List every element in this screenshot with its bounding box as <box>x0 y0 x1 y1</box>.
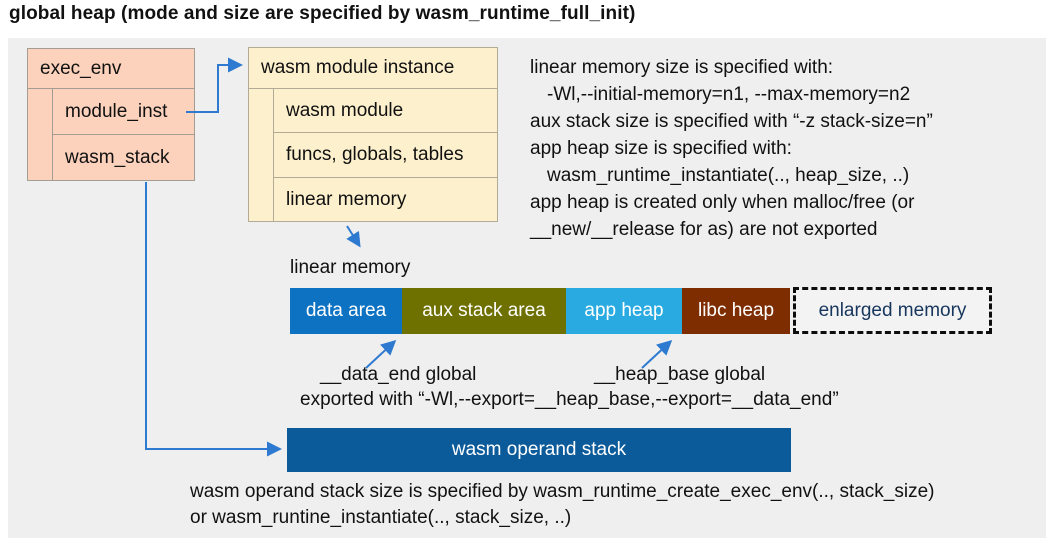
segment-data-area: data area <box>290 288 402 334</box>
note-line: app heap size is specified with: <box>530 138 792 159</box>
note-line: app heap is created only when malloc/fre… <box>530 192 915 213</box>
exec-env-header: exec_env <box>28 49 194 89</box>
module-instance-gutter <box>249 89 274 222</box>
segment-aux-stack-area: aux stack area <box>402 288 566 334</box>
linear-memory-bar: data area aux stack area app heap libc h… <box>290 288 790 334</box>
module-instance-box: wasm module instance wasm module funcs, … <box>248 47 498 222</box>
segment-enlarged-memory: enlarged memory <box>793 287 992 334</box>
size-notes: linear memory size is specified with: -W… <box>530 54 1042 243</box>
diagram-title: global heap (mode and size are specified… <box>9 3 636 24</box>
note-line: linear memory size is specified with: <box>530 57 834 78</box>
operand-stack-notes: wasm operand stack size is specified by … <box>190 479 935 531</box>
note-line: wasm_runtime_instantiate(.., heap_size, … <box>547 165 910 186</box>
footer-line: wasm operand stack size is specified by … <box>190 481 935 502</box>
exec-env-box: exec_env module_inst wasm_stack <box>27 48 195 181</box>
segment-app-heap: app heap <box>566 288 682 334</box>
segment-libc-heap: libc heap <box>682 288 790 334</box>
note-line: -Wl,--initial-memory=n1, --max-memory=n2 <box>547 84 911 105</box>
module-instance-row-wasm-module: wasm module <box>274 89 497 134</box>
module-instance-row-funcs-globals-tables: funcs, globals, tables <box>274 133 497 178</box>
note-line: __new/__release for as) are not exported <box>530 219 878 240</box>
exec-env-gutter <box>28 89 53 181</box>
footer-line: or wasm_runtine_instantiate(.., stack_si… <box>190 507 572 528</box>
heap-base-global-label: __heap_base global <box>594 364 766 385</box>
data-end-global-label: __data_end global <box>320 364 477 385</box>
exported-with-label: exported with “-Wl,--export=__heap_base,… <box>300 389 839 410</box>
linear-memory-label: linear memory <box>290 257 411 278</box>
module-instance-header: wasm module instance <box>249 48 497 89</box>
exec-env-row-module-inst: module_inst <box>53 89 194 135</box>
exec-env-row-wasm-stack: wasm_stack <box>65 147 170 168</box>
note-line: aux stack size is specified with “-z sta… <box>530 111 933 132</box>
module-instance-row-linear-memory: linear memory <box>286 188 407 210</box>
wasm-operand-stack-bar: wasm operand stack <box>287 428 791 472</box>
